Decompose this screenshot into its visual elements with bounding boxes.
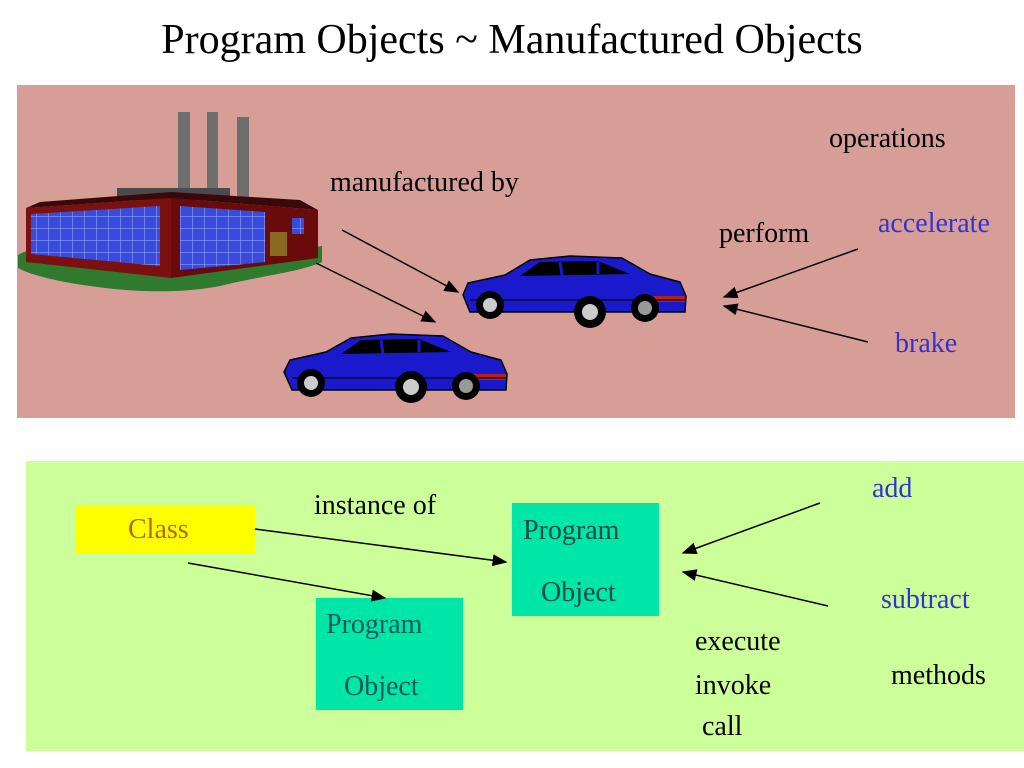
arrow-subtract [681, 569, 829, 607]
program-object-line1: Program [523, 515, 620, 546]
slide-title: Program Objects ~ Manufactured Objects [161, 17, 863, 63]
arrow-add [681, 502, 821, 555]
program-object-box: Program Object [316, 598, 463, 710]
perform-label: perform [719, 218, 810, 249]
subtract-label: subtract [881, 584, 970, 615]
execute-label: execute [695, 626, 781, 657]
program-object-box: Program Object [512, 503, 659, 616]
instance-of-label: instance of [314, 490, 437, 521]
arrow-manufactured-to-car2 [315, 262, 437, 323]
invoke-label: invoke [695, 670, 772, 701]
factory-icon [18, 112, 322, 292]
arrow-accelerate [722, 248, 859, 299]
brake-label: brake [895, 328, 958, 359]
add-label: add [872, 473, 913, 504]
class-box: Class [76, 505, 255, 554]
arrow-class-to-object1 [254, 528, 508, 567]
arrow-brake [722, 303, 869, 343]
arrow-class-to-object2 [187, 562, 387, 602]
program-object-line1: Program [326, 609, 423, 640]
accelerate-label: accelerate [878, 208, 990, 239]
class-label: Class [128, 514, 189, 545]
methods-label: methods [891, 660, 986, 691]
operations-label: operations [829, 123, 946, 154]
manufactured-by-label: manufactured by [330, 167, 519, 198]
program-object-line2: Object [344, 671, 419, 702]
car-icon [283, 333, 508, 403]
call-label: call [702, 711, 743, 742]
arrow-manufactured-to-car1 [341, 229, 460, 293]
program-object-line2: Object [541, 577, 616, 608]
car-icon [462, 255, 687, 328]
